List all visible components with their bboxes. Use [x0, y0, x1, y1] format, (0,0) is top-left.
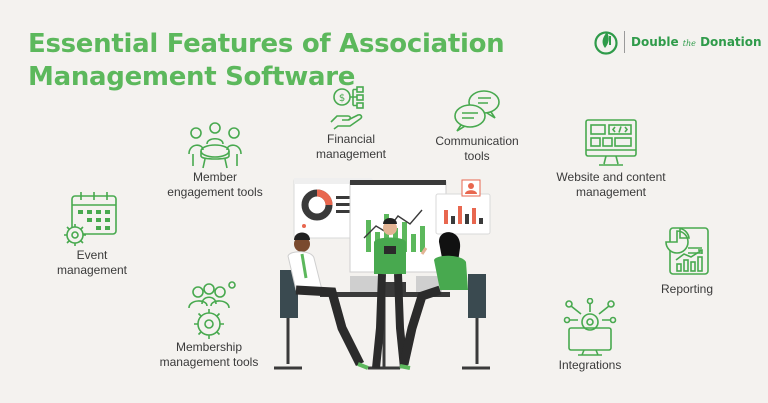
- brand-the: the: [682, 39, 696, 48]
- feature-label: Communication tools: [435, 134, 519, 163]
- monitor-network-icon: [563, 298, 617, 356]
- feature-event-management: Event management: [42, 190, 142, 278]
- report-chart-icon: [665, 227, 709, 275]
- feature-integrations: Integrations: [544, 298, 636, 373]
- bar-dashboard-card: [435, 179, 491, 235]
- team-meeting-illustration: [274, 178, 491, 370]
- feature-label: Website and content management: [556, 170, 666, 199]
- feature-website-content: Website and content management: [546, 118, 676, 200]
- meeting-table-icon: [188, 122, 242, 169]
- people-gear-icon: [188, 281, 236, 339]
- donation-logo-icon: [594, 31, 618, 55]
- feature-label: Event management: [56, 248, 128, 277]
- logo-divider: [624, 31, 625, 53]
- feature-reporting: Reporting: [648, 226, 726, 297]
- hand-dollar-icon: $: [330, 86, 364, 130]
- title-line-2: Management Software: [28, 62, 356, 92]
- feature-membership-management: Membership management tools: [142, 280, 276, 370]
- person-left: [274, 232, 369, 370]
- feature-financial-management: $ Financial management: [298, 84, 404, 162]
- person-right: [399, 232, 490, 370]
- feature-label: Reporting: [660, 282, 714, 296]
- page-title: Essential Features of Association Manage…: [28, 28, 505, 94]
- brand-name: Double the Donation: [631, 35, 762, 49]
- chat-bubbles-icon: [454, 90, 500, 132]
- feature-label: Membership management tools: [159, 340, 259, 369]
- brand-logo: Double the Donation: [594, 28, 762, 56]
- feature-label: Financial management: [315, 132, 387, 161]
- monitor-code-icon: [585, 119, 637, 166]
- feature-label: Integrations: [558, 358, 622, 372]
- svg-text:$: $: [339, 93, 345, 104]
- title-line-1: Essential Features of Association: [28, 29, 505, 59]
- calendar-gear-icon: [64, 192, 117, 246]
- feature-label: Member engagement tools: [167, 170, 263, 199]
- feature-member-engagement: Member engagement tools: [152, 120, 278, 200]
- feature-communication-tools: Communication tools: [424, 88, 530, 164]
